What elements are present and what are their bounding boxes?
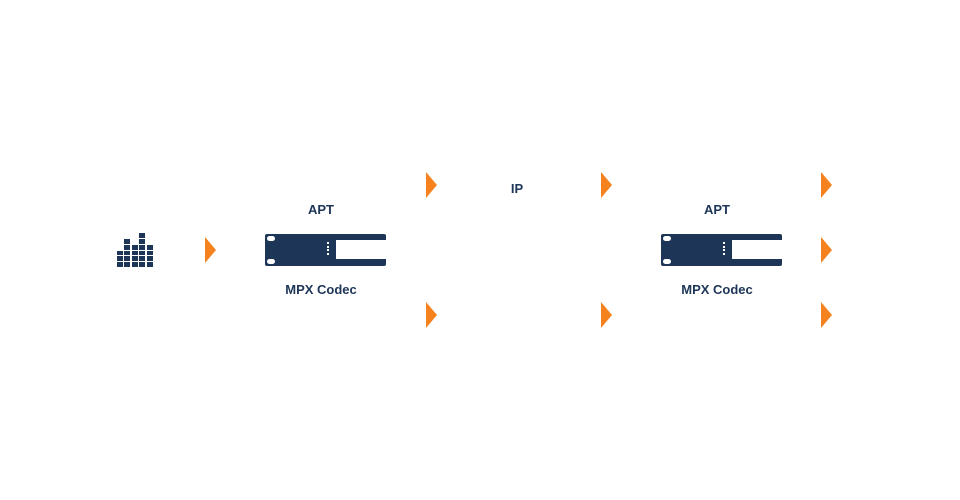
audio-equalizer-icon bbox=[117, 233, 154, 268]
device-2-bottom-label: MPX Codec bbox=[681, 282, 753, 297]
equalizer-block bbox=[117, 262, 123, 267]
equalizer-block bbox=[146, 244, 153, 250]
ip-link-label: IP bbox=[510, 181, 524, 196]
equalizer-block bbox=[139, 244, 146, 250]
mount-hole bbox=[663, 259, 671, 264]
equalizer-block bbox=[117, 256, 123, 262]
output-arrow-icon bbox=[821, 302, 832, 328]
equalizer-block bbox=[131, 244, 138, 250]
status-leds bbox=[723, 242, 725, 258]
output-arrow-icon bbox=[821, 237, 832, 263]
input-arrow-icon bbox=[601, 172, 612, 198]
device-2-rack-unit-icon bbox=[661, 234, 782, 266]
device-2-top-label: APT bbox=[704, 202, 730, 217]
equalizer-block bbox=[117, 250, 123, 256]
equalizer-block bbox=[146, 262, 153, 267]
output-arrow-icon bbox=[821, 172, 832, 198]
input-arrow-icon bbox=[601, 302, 612, 328]
equalizer-block bbox=[124, 256, 131, 262]
equalizer-block bbox=[139, 239, 146, 244]
equalizer-block bbox=[146, 250, 153, 256]
status-leds bbox=[327, 242, 329, 258]
front-panel-slot bbox=[732, 240, 782, 259]
device-1-bottom-label: MPX Codec bbox=[285, 282, 357, 297]
equalizer-block bbox=[131, 262, 138, 267]
equalizer-block bbox=[139, 233, 146, 238]
equalizer-block bbox=[124, 250, 131, 256]
device-1-rack-unit-icon bbox=[265, 234, 386, 266]
mount-hole bbox=[267, 236, 275, 241]
front-panel-slot bbox=[336, 240, 386, 259]
equalizer-block bbox=[124, 239, 131, 244]
equalizer-block bbox=[139, 250, 146, 256]
equalizer-block bbox=[139, 256, 146, 262]
output-arrow-icon bbox=[426, 172, 437, 198]
device-1-top-label: APT bbox=[308, 202, 334, 217]
mount-hole bbox=[267, 259, 275, 264]
equalizer-block bbox=[146, 256, 153, 262]
equalizer-block bbox=[139, 262, 146, 267]
output-arrow-icon bbox=[426, 302, 437, 328]
equalizer-block bbox=[131, 256, 138, 262]
mount-hole bbox=[663, 236, 671, 241]
equalizer-block bbox=[131, 250, 138, 256]
equalizer-block bbox=[124, 262, 131, 267]
equalizer-block bbox=[124, 244, 131, 250]
input-arrow-icon bbox=[205, 237, 216, 263]
